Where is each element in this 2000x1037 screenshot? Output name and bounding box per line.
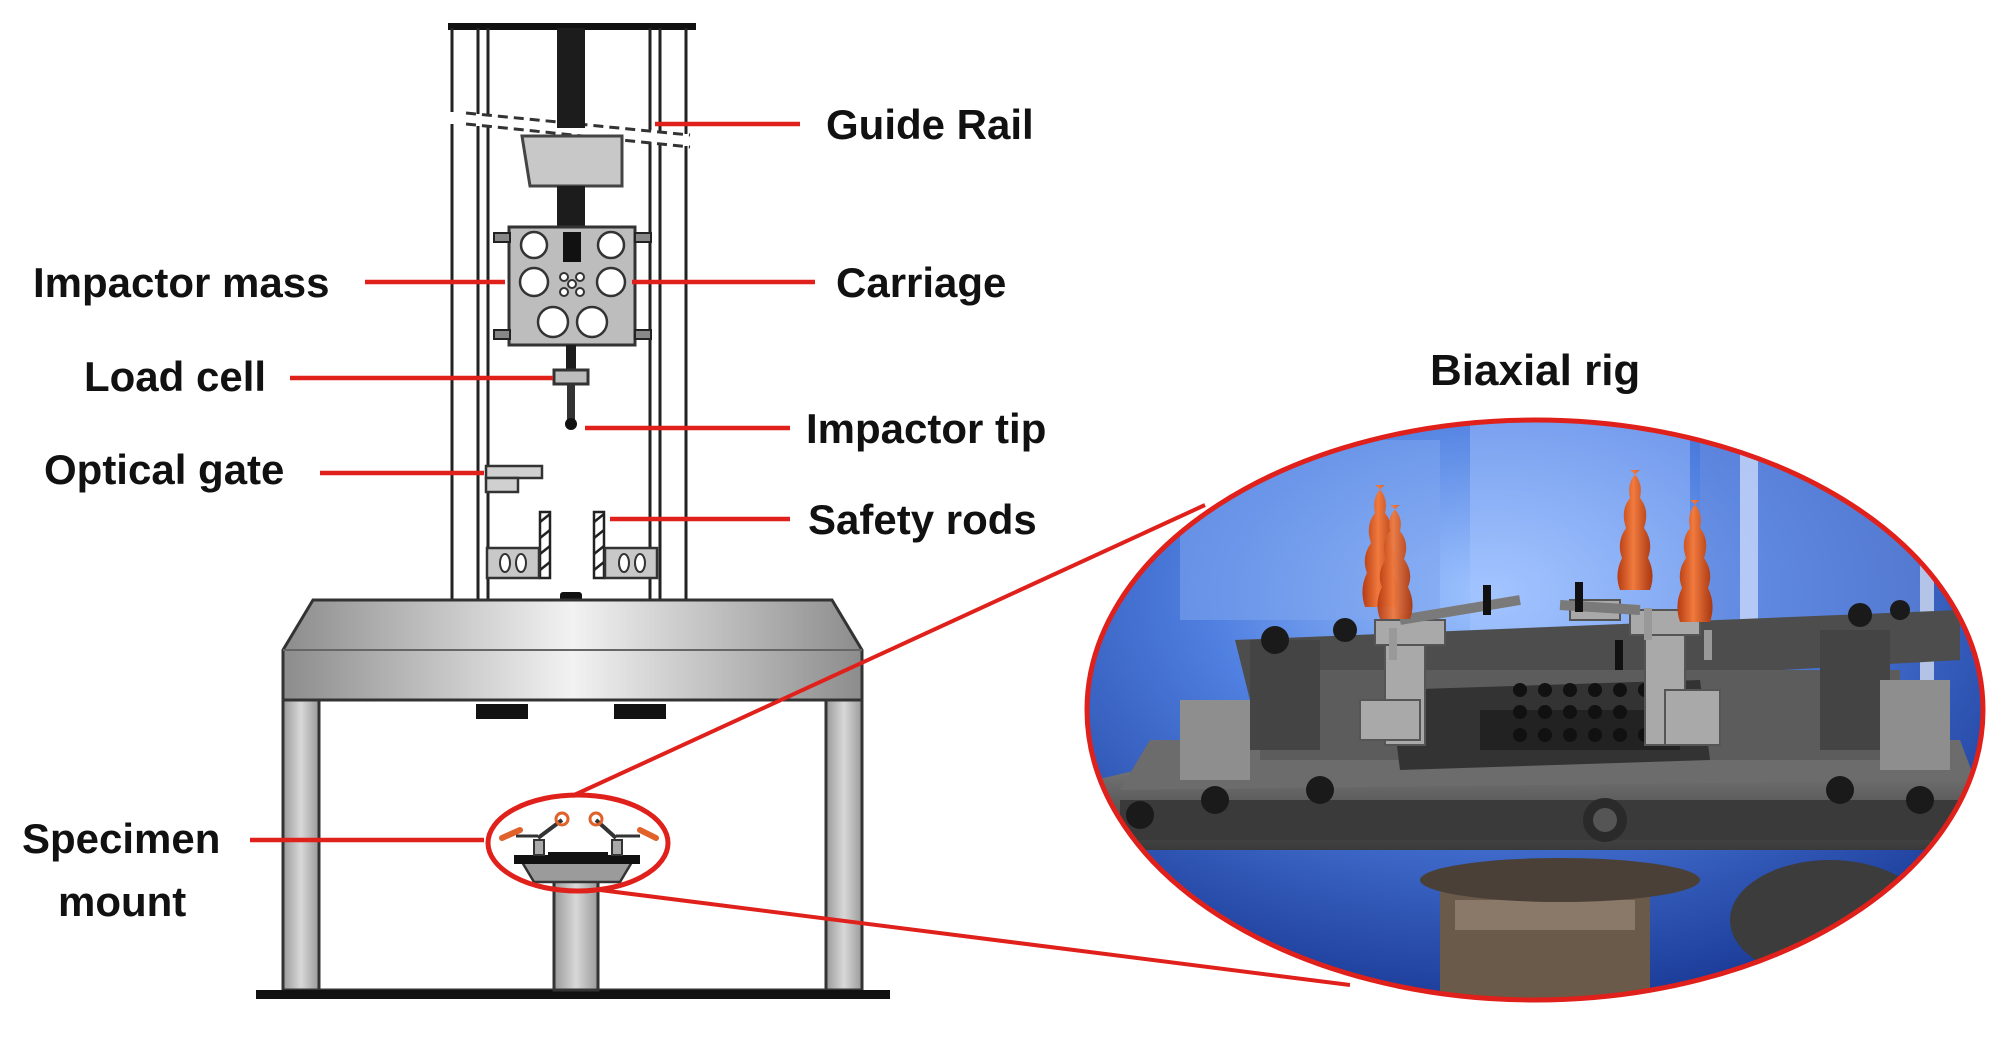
specimen-mount-drawing xyxy=(499,811,659,992)
label-specimen-mount-line1: Specimen xyxy=(22,815,220,862)
tower-top-cap xyxy=(448,23,696,30)
machine-leg-left xyxy=(281,698,321,992)
label-safety-rods: Safety rods xyxy=(808,496,1037,543)
zoom-line-bottom xyxy=(599,888,1351,987)
machine-base xyxy=(256,990,890,999)
drop-rod-middle xyxy=(557,186,585,226)
safety-rods xyxy=(485,510,659,580)
label-biaxial-rig: Biaxial rig xyxy=(1430,346,1640,395)
label-specimen-mount-line2: mount xyxy=(58,878,186,925)
load-cell xyxy=(552,368,590,386)
leader-lines xyxy=(250,121,815,843)
label-impactor-mass: Impactor mass xyxy=(33,259,329,306)
load-cell-rod xyxy=(566,345,576,370)
biaxial-rig-photo xyxy=(485,417,1986,1003)
label-optical-gate: Optical gate xyxy=(44,446,284,493)
machine-leg-right xyxy=(824,698,864,992)
clamp-handles xyxy=(1362,470,1713,622)
label-load-cell: Load cell xyxy=(84,353,266,400)
upper-weight xyxy=(520,134,624,188)
biaxial-rig-ellipse-border xyxy=(1084,417,1986,1003)
carriage xyxy=(493,225,652,347)
drop-tower xyxy=(256,23,890,999)
drop-rod-upper xyxy=(557,28,585,128)
optical-gate xyxy=(484,464,544,494)
label-carriage: Carriage xyxy=(836,259,1006,306)
impactor-tip-rod xyxy=(567,384,575,422)
label-impactor-tip: Impactor tip xyxy=(806,405,1046,452)
label-guide-rail: Guide Rail xyxy=(826,101,1034,148)
guide-rails xyxy=(450,28,688,600)
impactor-tip xyxy=(565,418,577,430)
zoom-line-top xyxy=(571,503,1206,798)
labels: Guide Rail Impactor mass Carriage Load c… xyxy=(22,101,1640,925)
